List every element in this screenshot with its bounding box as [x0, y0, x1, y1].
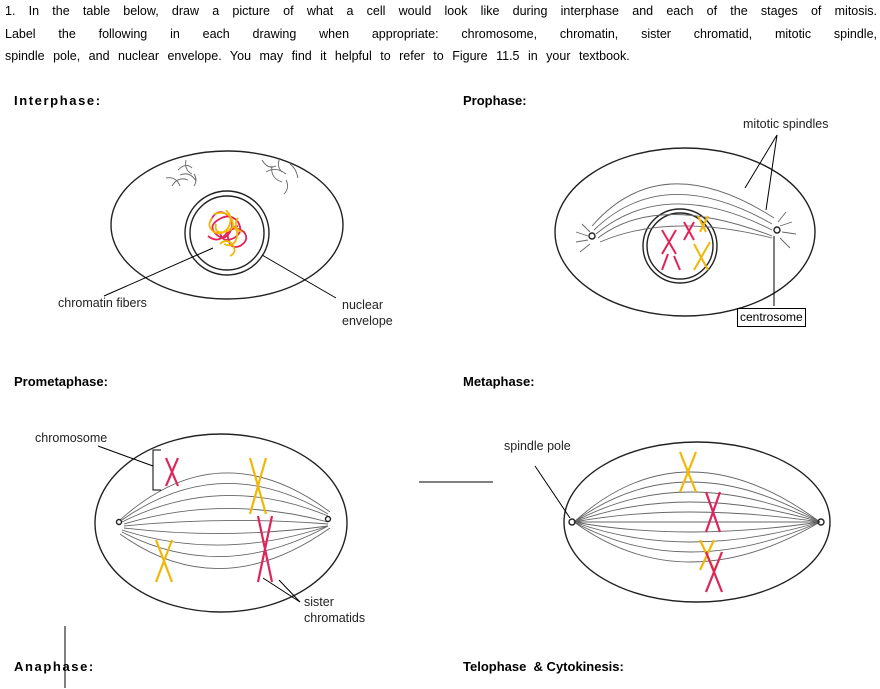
label-mitotic-spindles: mitotic spindles: [743, 117, 829, 131]
label-nuclear-envelope: nuclear envelope: [342, 298, 393, 328]
label-chromatin-fibers: chromatin fibers: [58, 296, 147, 310]
label-chromosome: chromosome: [35, 431, 108, 445]
metaphase-cell: [563, 441, 831, 603]
heading-prometaphase: Prometaphase:: [14, 374, 108, 389]
interphase-chromatin: [207, 209, 248, 257]
interphase-cell: [110, 150, 344, 300]
heading-interphase: Interphase:: [14, 93, 102, 108]
prometaphase-cell: [94, 433, 348, 613]
instruction-line-2: Label the following in each drawing when…: [5, 26, 877, 41]
instruction-line-1: 1. In the table below, draw a picture of…: [5, 4, 877, 18]
instruction-line-3: spindle pole, and nuclear envelope. You …: [5, 49, 630, 63]
instructions: 1. In the table below, draw a picture of…: [5, 0, 877, 68]
label-spindle-pole: spindle pole: [504, 439, 571, 453]
prophase-leader-lines: [744, 134, 778, 306]
prometaphase-leader-lines: [97, 445, 301, 603]
label-centrosome: centrosome: [737, 308, 806, 327]
heading-anaphase: Anaphase:: [14, 659, 95, 674]
prometaphase-chromosomes: [154, 457, 274, 583]
label-sister-chromatids: sister chromatids: [304, 595, 366, 625]
heading-prophase: Prophase:: [463, 93, 527, 108]
metaphase-chromosomes: [678, 451, 724, 593]
heading-telophase-cytokinesis: Telophase & Cytokinesis:: [463, 659, 624, 674]
interphase-leader-lines: [103, 247, 337, 299]
metaphase-leader-lines: [534, 465, 571, 519]
prophase-cell: [554, 147, 816, 317]
heading-metaphase: Metaphase:: [463, 374, 535, 389]
prophase-chromosomes: [661, 215, 711, 271]
